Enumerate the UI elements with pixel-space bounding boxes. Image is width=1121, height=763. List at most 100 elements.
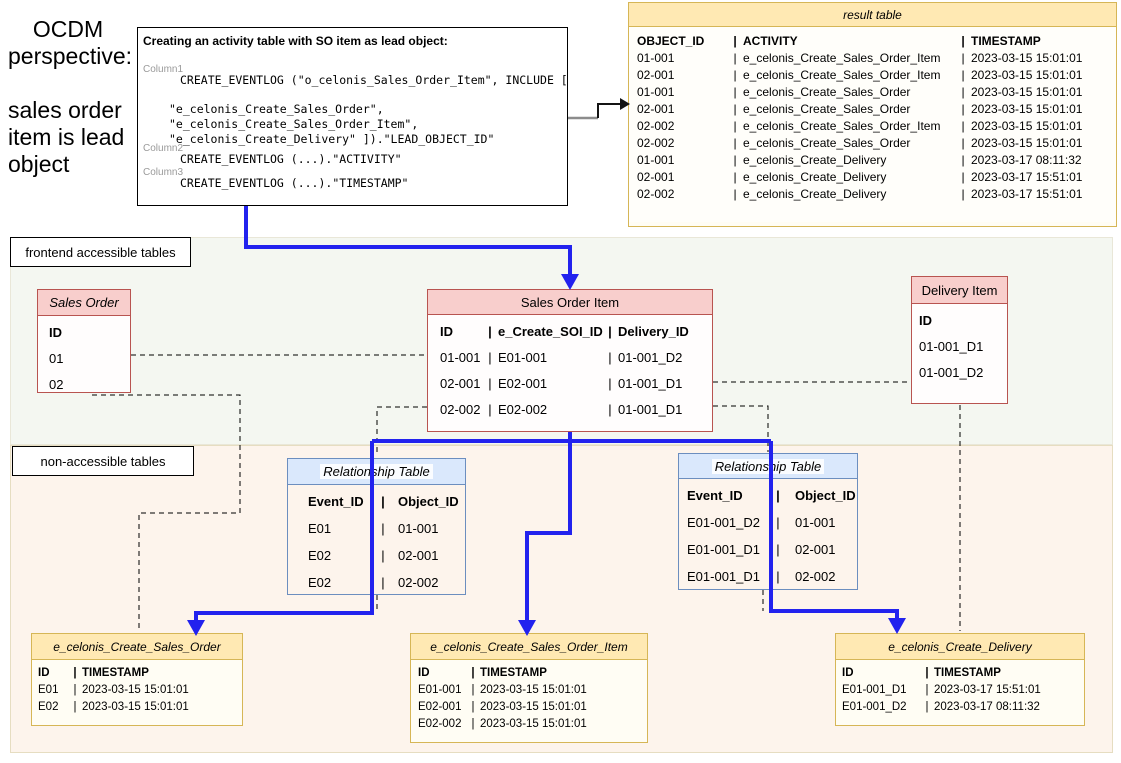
pipe-separator: | [488,324,492,339]
table-header-row: ID | TIMESTAMP [418,665,647,682]
pipe-separator: | [733,119,737,133]
event-table-create-sales-order-item-title: e_celonis_Create_Sales_Order_Item [411,634,647,660]
cell: e_celonis_Create_Delivery [743,170,887,184]
column-header: TIMESTAMP [934,667,1001,679]
cell: e_celonis_Create_Sales_Order [743,85,911,99]
delivery-item-title-text: Delivery Item [921,282,998,298]
cell: 2023-03-15 15:01:01 [480,701,587,713]
cell: 2023-03-15 15:01:01 [82,701,189,713]
pipe-separator: | [381,548,385,563]
pipe-separator: | [776,569,780,584]
cell: E01-001 [498,350,548,365]
code-column1-label: Column1 [143,64,184,75]
relationship-table-2-title-text: Relationship Table [711,458,825,474]
cell: 2023-03-15 15:01:01 [971,119,1083,133]
cell: E01-001_D2 [842,701,907,713]
pipe-separator: | [961,136,965,150]
cell: e_celonis_Create_Sales_Order [743,136,911,150]
sales-order-item-body: ID | e_Create_SOI_ID | Delivery_ID 01-00… [428,315,712,423]
code-line: "e_celonis_Create_Sales_Order_Item", [169,117,419,131]
pipe-separator: | [961,153,965,167]
pipe-separator: | [73,684,77,696]
pipe-separator: | [776,515,780,530]
table-header-row: ID | TIMESTAMP [38,665,242,682]
table-header-row: ID | TIMESTAMP [842,665,1084,682]
code-line: "e_celonis_Create_Delivery" ])."LEAD_OBJ… [169,132,495,146]
cell: E01-001_D1 [687,542,760,557]
table-header-row: ID [49,320,130,346]
column-header: Event_ID [308,494,364,509]
event-table-create-delivery-title-text: e_celonis_Create_Delivery [888,639,1032,654]
table-header-row: ID | e_Create_SOI_ID | Delivery_ID [440,319,712,345]
event-table-create-sales-order-title: e_celonis_Create_Sales_Order [32,634,242,660]
cell: 02-002 [398,575,439,590]
cell: 2023-03-15 15:01:01 [971,85,1083,99]
table-row: 02-001|E02-001|01-001_D1 [440,371,712,397]
column-header: TIMESTAMP [82,667,149,679]
pipe-separator: | [733,102,737,116]
table-row: E02|02-002 [308,569,465,596]
column-header: TIMESTAMP [971,34,1041,48]
heading-subtitle: sales order item is lead object [8,97,125,177]
table-row: E01-001_D1|02-002 [687,563,857,590]
relationship-table-2: Relationship Table Event_ID | Object_ID … [678,453,858,590]
cell: 01-001 [637,153,675,167]
cell: 02-001 [440,376,481,391]
cell: 2023-03-15 15:01:01 [480,718,587,730]
relationship-table-1: Relationship Table Event_ID | Object_ID … [287,458,466,595]
cell: 02-002 [637,119,675,133]
table-row: E02-001|2023-03-15 15:01:01 [418,699,647,716]
pipe-separator: | [381,494,385,509]
pipe-separator: | [608,324,612,339]
relationship-table-2-title: Relationship Table [679,454,857,479]
cell: 02-001 [795,542,836,557]
cell: e_celonis_Create_Sales_Order_Item [743,51,941,65]
table-row: E02|2023-03-15 15:01:01 [38,699,242,716]
cell: 02 [49,377,64,392]
pipe-separator: | [961,102,965,116]
event-table-create-sales-order-body: ID | TIMESTAMP E01|2023-03-15 15:01:01 E… [32,660,242,716]
table-row: 01-001_D1 [919,334,1007,360]
pipe-separator: | [733,51,737,65]
event-table-create-sales-order-title-text: e_celonis_Create_Sales_Order [53,639,221,654]
column-header: e_Create_SOI_ID [498,324,603,339]
column-header: ID [418,667,430,679]
sales-order-title: Sales Order [38,290,130,316]
table-row: E01-001_D1|2023-03-17 15:51:01 [842,682,1084,699]
cell: 02-001 [637,170,675,184]
pipe-separator: | [73,667,77,679]
cell: 02-001 [637,102,675,116]
table-row: E02 | 02-001 [308,542,465,569]
cell: E02-001 [498,376,548,391]
table-row: E01|2023-03-15 15:01:01 [38,682,242,699]
column-header: Object_ID [795,488,856,503]
cell: 2023-03-17 08:11:32 [971,153,1082,167]
cell: 02-001 [398,548,439,563]
zone-label-frontend: frontend accessible tables [10,237,191,267]
pipe-separator: | [488,376,492,391]
table-row: 02 [49,372,130,398]
result-table-title: result table [629,3,1116,27]
relationship-table-1-title: Relationship Table [288,459,465,485]
cell: 01-001_D2 [919,365,984,380]
delivery-item-body: ID 01-001_D1 01-001_D2 [912,304,1007,386]
cell: e_celonis_Create_Sales_Order_Item [743,119,941,133]
table-row: E02-002|2023-03-15 15:01:01 [418,716,647,733]
cell: 2023-03-17 15:51:01 [934,684,1041,696]
cell: 01-001 [795,515,836,530]
cell: 01-001_D1 [618,376,683,391]
cell: E02 [308,548,332,563]
table-row: E01-001_D2 | 01-001 [687,509,857,536]
zone-label-frontend-text: frontend accessible tables [25,244,176,260]
cell: 01-001_D1 [618,402,683,417]
cell: E01-001_D2 [687,515,760,530]
pipe-separator: | [961,85,965,99]
pipe-separator: | [961,51,965,65]
table-row: 02-001|e_celonis_Create_Sales_Order_Item… [637,67,1116,84]
cell: 2023-03-17 15:51:01 [971,187,1083,201]
cell: E01 [308,521,332,536]
pipe-separator: | [961,187,965,201]
column-header: ACTIVITY [743,34,798,48]
cell: 2023-03-15 15:01:01 [971,102,1083,116]
cell: E02 [38,701,59,713]
